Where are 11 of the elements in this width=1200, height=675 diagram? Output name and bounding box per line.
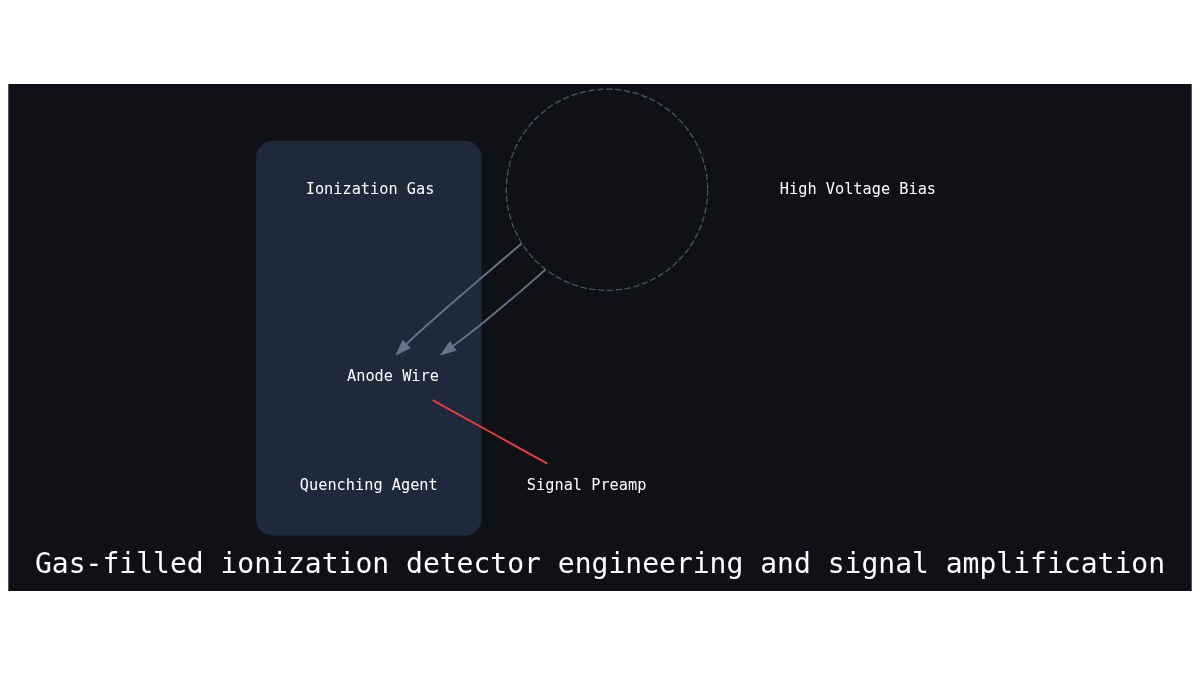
node-text: Ionization Gas [305, 179, 435, 198]
diagram-title: Gas-filled ionization detector engineering and signal amplification [34, 546, 1166, 580]
node-text: Signal Preamp [526, 476, 647, 495]
arrow [439, 268, 547, 356]
node-text: Quenching Agent [299, 476, 438, 495]
connector [431, 399, 549, 465]
cluster [256, 140, 482, 536]
node-circle [505, 88, 709, 291]
node-text: Anode Wire [347, 366, 439, 385]
node-text: High Voltage Bias [779, 179, 937, 198]
arrow [395, 242, 523, 356]
